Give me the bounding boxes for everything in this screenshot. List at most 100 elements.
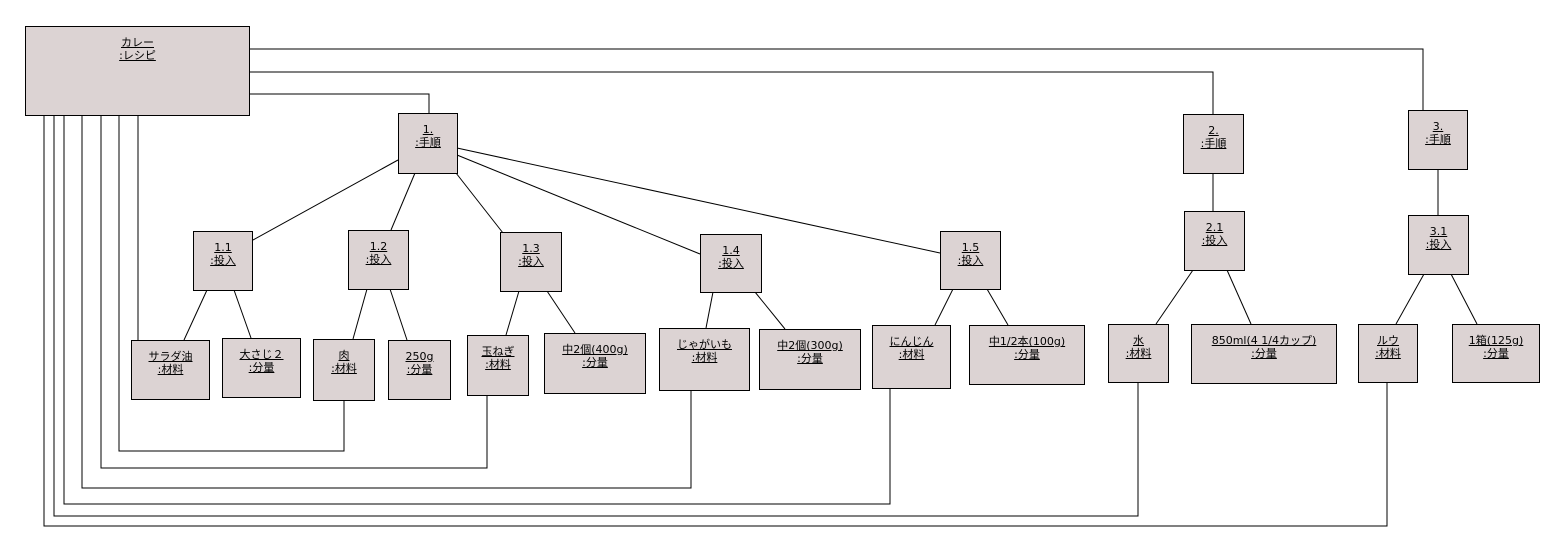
amount-class: :分量: [1014, 348, 1040, 361]
amount-value: 850ml(4 1/4カップ): [1211, 334, 1317, 347]
amount-node-meat[interactable]: 250g :分量: [388, 340, 451, 400]
input-number: 1.1: [214, 241, 232, 254]
step-node-2[interactable]: 2. :手順: [1183, 114, 1244, 174]
amount-class: :分量: [1483, 347, 1509, 360]
input-node-1-2[interactable]: 1.2 :投入: [348, 230, 409, 290]
link-step1-input15: [456, 147, 941, 254]
recipe-class: :レシピ: [119, 49, 156, 62]
material-node-potato[interactable]: じゃがいも :材料: [659, 328, 750, 391]
link-recipe-material-water: [53, 116, 1139, 517]
step-number: 3.: [1432, 120, 1444, 133]
input-class: :投入: [1201, 234, 1228, 247]
material-name: 肉: [338, 349, 350, 362]
amount-value: 中2個(400g): [562, 343, 628, 356]
input-number: 2.1: [1205, 221, 1224, 234]
step-number: 1.: [422, 123, 434, 136]
material-name: サラダ油: [148, 350, 193, 363]
link-input12-amount: [389, 288, 408, 341]
material-class: :材料: [691, 351, 718, 364]
link-recipe-step1: [249, 93, 430, 113]
amount-value: 中2個(300g): [777, 339, 843, 352]
input-class: :投入: [1425, 238, 1452, 251]
link-input15-material: [934, 288, 954, 326]
step-class: :手順: [1425, 133, 1451, 146]
material-name: じゃがいも: [677, 338, 732, 351]
amount-node-potato[interactable]: 中2個(300g) :分量: [759, 329, 861, 390]
material-class: :材料: [1375, 347, 1401, 360]
material-node-roux[interactable]: ルウ :材料: [1358, 324, 1418, 383]
material-class: :材料: [898, 348, 925, 361]
link-input14-amount: [754, 291, 786, 330]
link-recipe-material-carrot: [63, 116, 891, 505]
amount-value: 1箱(125g): [1468, 334, 1524, 347]
link-recipe-step3: [249, 48, 1424, 110]
input-node-2-1[interactable]: 2.1 :投入: [1184, 211, 1245, 271]
link-step1-input13: [455, 172, 504, 234]
material-node-water[interactable]: 水 :材料: [1108, 324, 1169, 383]
link-input11-amount: [233, 289, 252, 339]
amount-value: 大さじ２: [239, 348, 284, 361]
material-node-salad-oil[interactable]: サラダ油 :材料: [131, 340, 210, 400]
link-step1-input14: [456, 154, 701, 255]
material-node-meat[interactable]: 肉 :材料: [313, 339, 375, 401]
step-class: :手順: [415, 136, 441, 149]
material-name: ルウ: [1377, 334, 1399, 347]
amount-class: :分量: [248, 361, 275, 374]
input-node-1-5[interactable]: 1.5 :投入: [940, 231, 1001, 290]
amount-node-water[interactable]: 850ml(4 1/4カップ) :分量: [1191, 324, 1337, 384]
recipe-name: カレー: [121, 36, 154, 49]
material-class: :材料: [485, 358, 511, 371]
link-input11-material: [183, 289, 208, 341]
link-input15-amount: [986, 288, 1009, 326]
link-input21-material: [1155, 269, 1194, 325]
amount-value: 中1/2本(100g): [988, 335, 1066, 348]
input-node-3-1[interactable]: 3.1 :投入: [1408, 215, 1469, 275]
amount-node-onion[interactable]: 中2個(400g) :分量: [544, 333, 646, 394]
material-name: 玉ねぎ: [481, 345, 515, 358]
input-number: 1.2: [369, 240, 388, 253]
recipe-node[interactable]: カレー :レシピ: [25, 26, 250, 116]
amount-node-oil[interactable]: 大さじ２ :分量: [222, 338, 301, 398]
material-class: :材料: [1125, 347, 1152, 360]
link-recipe-material-roux: [43, 116, 1388, 527]
input-class: :投入: [957, 254, 984, 267]
input-class: :投入: [518, 255, 544, 268]
material-name: 水: [1133, 334, 1144, 347]
input-number: 1.3: [522, 242, 540, 255]
amount-node-carrot[interactable]: 中1/2本(100g) :分量: [969, 325, 1085, 385]
input-class: :投入: [718, 257, 744, 270]
step-node-3[interactable]: 3. :手順: [1408, 110, 1468, 170]
input-number: 3.1: [1429, 225, 1448, 238]
input-node-1-3[interactable]: 1.3 :投入: [500, 232, 562, 292]
input-node-1-4[interactable]: 1.4 :投入: [700, 234, 762, 293]
link-recipe-material-onion: [100, 116, 488, 469]
material-name: にんじん: [889, 335, 934, 348]
link-recipe-material-meat: [118, 116, 345, 452]
amount-class: :分量: [1251, 347, 1277, 360]
link-recipe-step2: [249, 71, 1214, 114]
link-input14-material: [705, 291, 714, 329]
input-class: :投入: [365, 253, 392, 266]
input-node-1-1[interactable]: 1.1 :投入: [193, 231, 253, 291]
link-input13-material: [505, 290, 520, 336]
material-node-carrot[interactable]: にんじん :材料: [872, 325, 951, 389]
input-class: :投入: [210, 254, 236, 267]
link-input13-amount: [546, 290, 576, 334]
material-class: :材料: [157, 363, 184, 376]
amount-class: :分量: [797, 352, 823, 365]
amount-node-roux[interactable]: 1箱(125g) :分量: [1452, 324, 1540, 383]
material-node-onion[interactable]: 玉ねぎ :材料: [467, 335, 529, 396]
link-input12-material: [352, 288, 368, 340]
link-input31-material: [1395, 273, 1425, 325]
amount-class: :分量: [582, 356, 608, 369]
step-number: 2.: [1208, 124, 1219, 137]
amount-value: 250g: [405, 350, 434, 363]
link-input31-amount: [1450, 273, 1478, 325]
material-class: :材料: [331, 362, 357, 375]
step-node-1[interactable]: 1. :手順: [398, 113, 458, 174]
amount-class: :分量: [406, 363, 433, 376]
link-step1-input11: [252, 159, 399, 241]
link-step1-input12: [390, 172, 416, 231]
